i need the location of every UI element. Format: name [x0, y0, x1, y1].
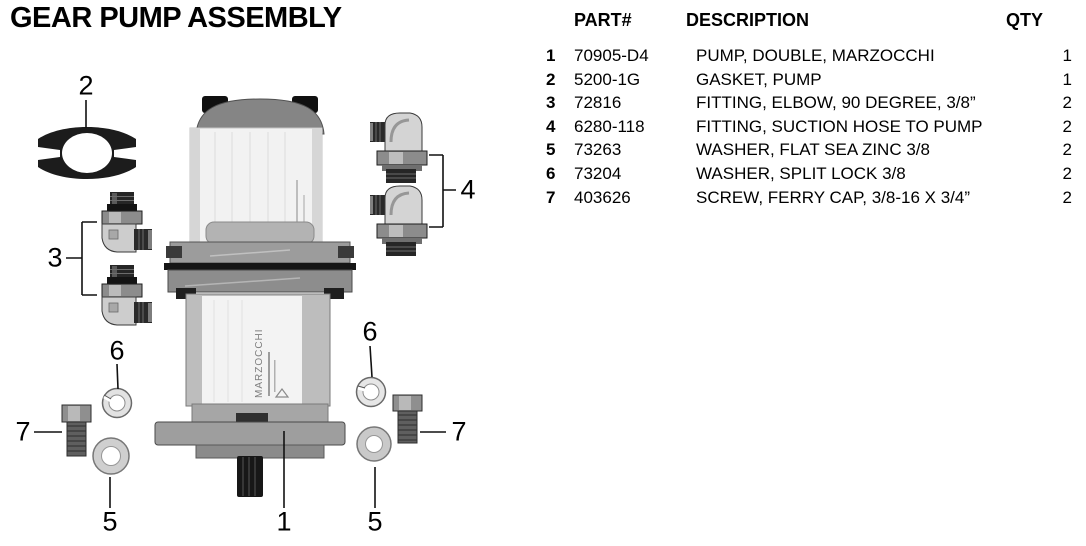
split-lock-washer-part-6	[101, 376, 387, 419]
row-description: FITTING, SUCTION HOSE TO PUMP	[696, 116, 983, 136]
callout-6-left: 6	[109, 335, 125, 366]
table-row: 7 403626 SCREW, FERRY CAP, 3/8-16 X 3/4”…	[542, 186, 1080, 210]
callout-3: 3	[47, 242, 63, 273]
row-part-number: 70905-D4	[574, 46, 649, 65]
row-description: SCREW, FERRY CAP, 3/8-16 X 3/4”	[696, 187, 971, 207]
table-row: 1 70905-D4 PUMP, DOUBLE, MARZOCCHI 1	[542, 44, 1080, 68]
table-row: 2 5200-1G GASKET, PUMP 1	[542, 68, 1080, 92]
row-qty: 1	[1062, 46, 1072, 65]
callout-5-right: 5	[367, 506, 383, 537]
col-header-part: PART#	[574, 10, 632, 30]
cap-screw-part-7	[61, 394, 423, 457]
gasket-part-2	[38, 127, 136, 179]
row-item-number: 6	[546, 163, 556, 183]
elbow-fitting-part-3	[101, 191, 153, 326]
callout-5-left: 5	[102, 506, 118, 537]
row-qty: 2	[1062, 116, 1072, 136]
row-description: WASHER, SPLIT LOCK 3/8	[696, 163, 906, 183]
flat-washer-part-5	[92, 426, 392, 475]
row-part-number: 73263	[574, 140, 622, 160]
row-item-number: 1	[546, 46, 556, 65]
page-title: GEAR PUMP ASSEMBLY	[10, 2, 342, 34]
table-row: 5 73263 WASHER, FLAT SEA ZINC 3/8 2	[542, 138, 1080, 162]
row-qty: 2	[1062, 163, 1072, 183]
row-part-number: 72816	[574, 93, 622, 113]
callout-4: 4	[460, 174, 476, 205]
callout-leader-lines	[34, 100, 456, 508]
table-row: 6 73204 WASHER, SPLIT LOCK 3/8 2	[542, 162, 1080, 186]
row-description: GASKET, PUMP	[696, 69, 822, 89]
elbow-fitting-part-4	[368, 111, 429, 258]
table-row: 3 72816 FITTING, ELBOW, 90 DEGREE, 3/8” …	[542, 91, 1080, 115]
row-description: PUMP, DOUBLE, MARZOCCHI	[696, 46, 935, 65]
row-item-number: 2	[546, 69, 556, 89]
callout-2: 2	[78, 70, 94, 101]
callout-7-left: 7	[15, 416, 31, 447]
row-item-number: 3	[546, 93, 556, 113]
callout-7-right: 7	[451, 416, 467, 447]
row-part-number: 403626	[574, 187, 631, 207]
row-qty: 2	[1062, 140, 1072, 160]
row-qty: 2	[1062, 93, 1072, 113]
pump-part-1: MARZOCCHI	[154, 96, 356, 497]
col-header-description: DESCRIPTION	[686, 10, 810, 30]
row-description: WASHER, FLAT SEA ZINC 3/8	[696, 140, 930, 160]
row-qty: 1	[1062, 69, 1072, 89]
pump-brand-label: MARZOCCHI	[254, 328, 265, 398]
callout-6-right: 6	[362, 316, 378, 347]
callout-1: 1	[276, 506, 292, 537]
row-item-number: 5	[546, 140, 556, 160]
row-description: FITTING, ELBOW, 90 DEGREE, 3/8”	[696, 93, 976, 113]
table-row: 4 6280-118 FITTING, SUCTION HOSE TO PUMP…	[542, 115, 1080, 139]
col-header-qty: QTY	[1006, 10, 1044, 30]
row-part-number: 5200-1G	[574, 69, 641, 89]
row-item-number: 4	[546, 116, 556, 136]
row-item-number: 7	[546, 187, 556, 207]
row-part-number: 6280-118	[574, 116, 645, 136]
parts-table-header: PART# DESCRIPTION QTY	[542, 10, 1080, 44]
row-part-number: 73204	[574, 163, 622, 183]
parts-table: PART# DESCRIPTION QTY 1 70905-D4 PUMP, D…	[542, 10, 1080, 209]
row-qty: 2	[1062, 187, 1072, 207]
